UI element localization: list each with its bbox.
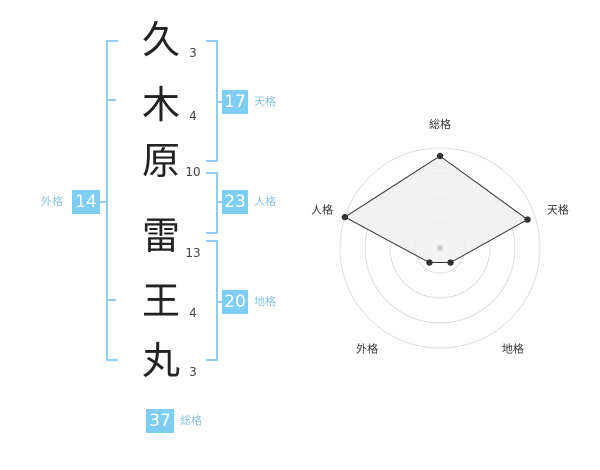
- radar-axis-label: 総格: [429, 117, 451, 131]
- jinkaku-value: 23: [222, 190, 248, 214]
- stroke-count-6: 3: [189, 365, 197, 379]
- gaikaku-value: 14: [72, 190, 100, 214]
- radar-point: [436, 152, 444, 160]
- radar-point: [524, 216, 531, 223]
- soukaku-value: 37: [146, 409, 174, 433]
- radar-axis-label: 外格: [356, 341, 378, 355]
- jinkaku-bracket: [206, 172, 218, 234]
- name-char-5: 王: [141, 279, 180, 323]
- tenkaku-label: 天格: [254, 95, 276, 108]
- radar-axis-label: 地格: [502, 341, 524, 355]
- tenkaku-connector: [216, 101, 222, 103]
- jinkaku-connector: [216, 201, 222, 203]
- name-char-3: 原: [141, 139, 180, 183]
- radar-polygon: [343, 155, 529, 264]
- name-char-2: 木: [141, 83, 180, 127]
- stroke-count-3: 10: [185, 165, 201, 179]
- radar-point: [341, 213, 349, 221]
- radar-axis-label: 人格: [311, 203, 333, 217]
- stroke-count-1: 3: [189, 46, 197, 60]
- radar-point: [447, 259, 454, 266]
- chikaku-bracket: [206, 240, 218, 361]
- chikaku-label: 地格: [254, 295, 276, 308]
- radar-point: [426, 259, 433, 266]
- stroke-count-5: 4: [189, 306, 197, 320]
- name-char-1: 久: [141, 18, 180, 62]
- gaikaku-bracket: [106, 40, 118, 361]
- tenkaku-value: 17: [222, 90, 248, 114]
- name-char-6: 丸: [141, 339, 180, 383]
- chikaku-connector: [216, 301, 222, 303]
- radar-axis-label: 天格: [547, 203, 569, 217]
- name-char-4: 雷: [141, 214, 180, 258]
- gaikaku-bracket-tick: [106, 99, 116, 101]
- chikaku-value: 20: [222, 290, 248, 314]
- stroke-count-4: 13: [185, 246, 201, 260]
- radar-center-dot: [437, 245, 443, 251]
- stroke-count-2: 4: [189, 109, 197, 123]
- gaikaku-label: 外格: [41, 195, 63, 208]
- soukaku-label: 総格: [180, 414, 202, 427]
- jinkaku-label: 人格: [254, 195, 276, 208]
- gaikaku-connector: [100, 201, 108, 203]
- gaikaku-bracket-tick: [106, 299, 116, 301]
